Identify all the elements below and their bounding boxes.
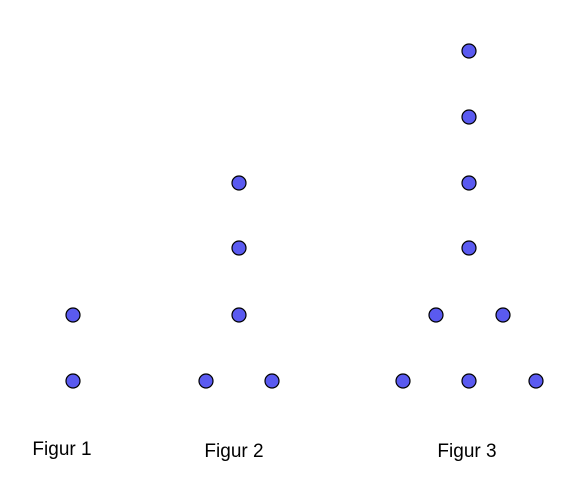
figure-1-dot xyxy=(65,307,81,323)
figure-3-label: Figur 3 xyxy=(437,441,496,462)
figure-3-dot xyxy=(461,43,477,59)
figure-3-dot xyxy=(495,307,511,323)
figure-1: Figur 1 xyxy=(32,307,92,460)
figure-3-dot xyxy=(461,373,477,389)
figure-2: Figur 2 xyxy=(198,175,280,462)
figure-3: Figur 3 xyxy=(395,43,544,462)
figure-3-dot xyxy=(461,240,477,256)
figure-3-dot xyxy=(461,109,477,125)
figure-3-dot xyxy=(528,373,544,389)
figure-1-dot xyxy=(65,373,81,389)
figure-1-label: Figur 1 xyxy=(32,439,91,460)
figure-2-dot xyxy=(231,307,247,323)
figure-2-dot xyxy=(198,373,214,389)
figure-3-dot xyxy=(395,373,411,389)
figure-2-dot xyxy=(264,373,280,389)
figure-3-dot xyxy=(461,175,477,191)
figure-3-dot xyxy=(428,307,444,323)
figure-2-label: Figur 2 xyxy=(204,441,263,462)
figure-2-dot xyxy=(231,240,247,256)
figure-2-dot xyxy=(231,175,247,191)
